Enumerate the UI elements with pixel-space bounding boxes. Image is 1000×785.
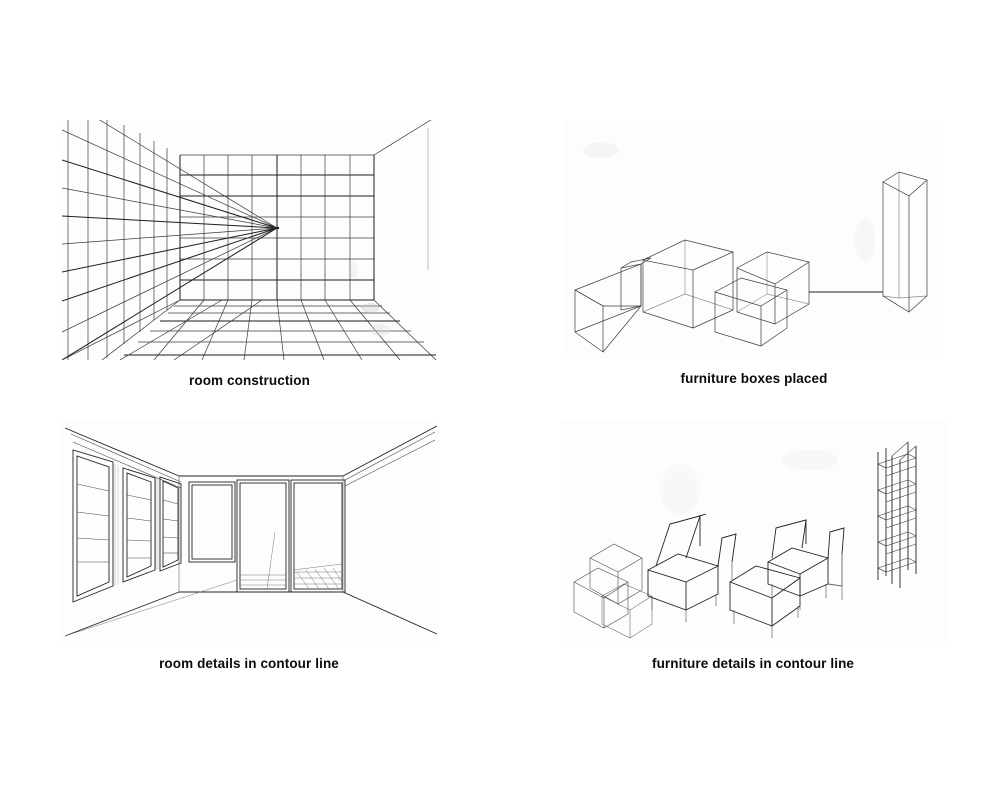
pouf-front [573,567,629,629]
ceiling-edge [373,120,432,270]
caption-furniture-details: furniture details in contour line [651,656,855,671]
box-armchair-right [736,251,810,325]
floor-grid [62,299,437,360]
figure-room-details [61,420,439,642]
caption-room-details: room details in contour line [159,656,339,671]
sight-line [64,531,276,637]
window-left-1 [72,449,114,603]
box-tall-shelf [882,171,928,313]
furniture-details-drawing [560,420,948,642]
room-construction-drawing [62,120,438,360]
lounge-chair-left [647,513,737,622]
room-details-drawing [61,420,439,642]
figure-furniture-details [560,420,948,642]
window-left-2 [122,467,156,583]
vanishing-point-mark [276,226,280,230]
box-ottoman [714,277,788,347]
box-armchair-left [642,239,735,329]
ceiling-soffit-left [70,433,182,489]
chair-legs-right [771,584,843,610]
bookshelf-brackets [877,441,917,573]
furniture-boxes-drawing [565,120,943,358]
panel-room-construction: room construction [0,0,500,392]
lounge-chair-right [767,519,845,610]
glass-door-assembly [188,479,346,593]
terrace-through-glass [240,563,343,590]
panel-furniture-details: furniture details in contour line [500,392,1000,784]
left-wall-grid [62,120,278,360]
window-mullion-shading [114,464,159,586]
panel-furniture-boxes: furniture boxes placed [500,0,1000,392]
bookshelf [877,441,917,588]
ottoman-legs [733,606,799,638]
scan-smudges [583,142,875,262]
box-bench-back [620,257,652,311]
scan-smudges [660,450,838,516]
window-left-3 [159,476,182,572]
figure-room-construction [62,120,438,360]
scan-smudges [350,262,391,336]
room-shell [64,425,438,637]
chair-legs-left [651,562,733,622]
panel-room-details: room details in contour line [0,392,500,784]
figure-furniture-boxes [565,120,943,358]
caption-furniture-boxes: furniture boxes placed [680,371,828,386]
caption-room-construction: room construction [189,373,310,388]
